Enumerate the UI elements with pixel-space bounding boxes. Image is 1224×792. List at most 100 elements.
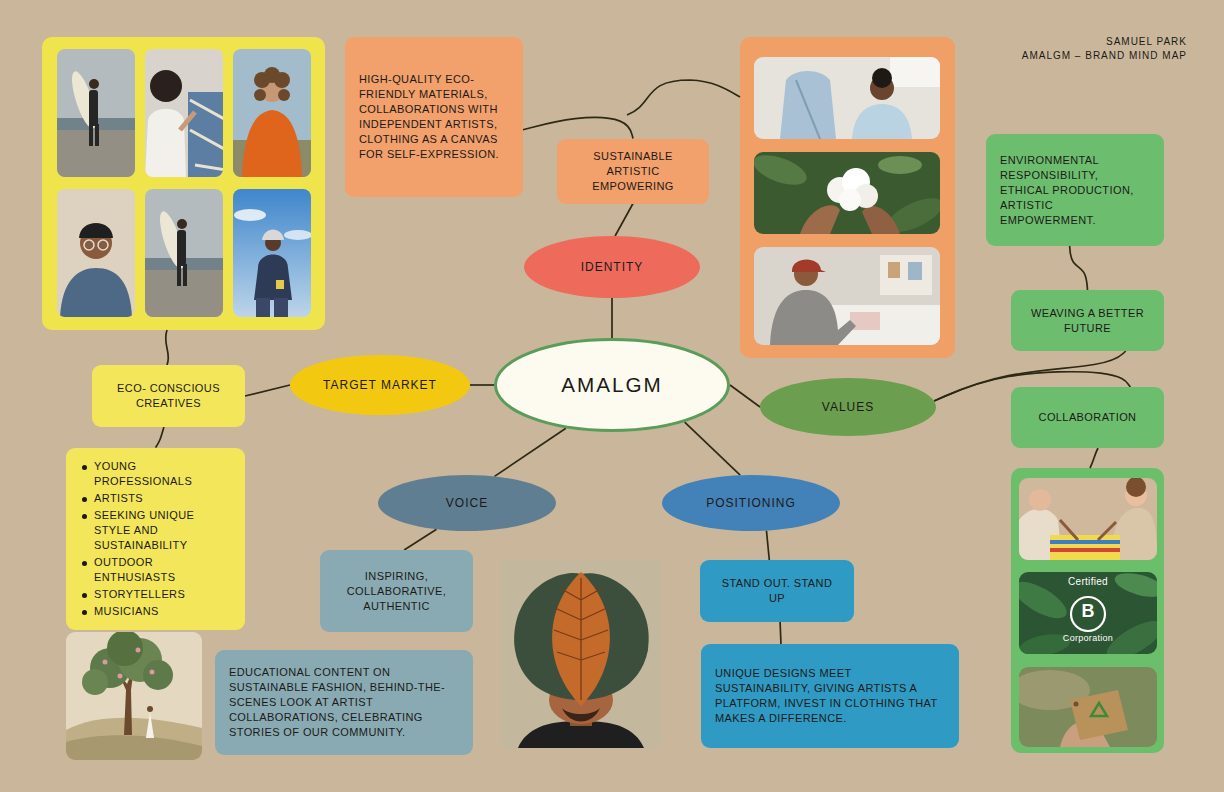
detail-box: EDUCATIONAL CONTENT ON SUSTAINABLE FASHI… bbox=[215, 650, 473, 755]
node-text: ECO- CONSCIOUS CREATIVES bbox=[106, 381, 231, 411]
node-text: STAND OUT. STAND UP bbox=[714, 576, 840, 606]
printmaker-photo bbox=[754, 247, 940, 345]
tree-illustration bbox=[146, 712, 154, 738]
node-text: HIGH-QUALITY ECO-FRIENDLY MATERIALS, COL… bbox=[359, 72, 509, 162]
keyword-box: WEAVING A BETTER FUTURE bbox=[1011, 290, 1164, 351]
ellipse-fill bbox=[290, 355, 470, 415]
cotton-photo bbox=[839, 189, 861, 211]
hiker-photo bbox=[278, 89, 290, 101]
topic-ellipse: POSITIONING bbox=[662, 475, 840, 531]
tree-illustration bbox=[118, 674, 123, 679]
portrait-photo bbox=[84, 240, 94, 250]
list-item: STORYTELLERS bbox=[80, 587, 231, 602]
node-text: AMALGM bbox=[514, 370, 710, 400]
photo-panel bbox=[42, 37, 325, 330]
photo-panel bbox=[1008, 468, 1169, 753]
certification-photo bbox=[1019, 575, 1072, 626]
artist-photo bbox=[145, 49, 223, 177]
tree-illustration bbox=[136, 648, 141, 653]
certification-photo bbox=[1071, 597, 1105, 631]
designer-photo bbox=[780, 71, 836, 139]
connector-line bbox=[1070, 246, 1088, 290]
artist-photo bbox=[188, 92, 223, 177]
cotton-photo bbox=[754, 152, 810, 191]
node-text: COLLABORATION bbox=[1025, 410, 1150, 425]
keyword-box: ECO- CONSCIOUS CREATIVES bbox=[92, 365, 245, 427]
connector-line bbox=[611, 298, 613, 338]
cotton-photo bbox=[878, 156, 922, 174]
leader-line bbox=[627, 80, 740, 115]
list-item: SEEKING UNIQUE STYLE AND SUSTAINABILITY bbox=[80, 508, 231, 553]
topic-ellipse: IDENTITY bbox=[524, 236, 700, 298]
recycled-tag-photo bbox=[1019, 667, 1157, 747]
collaboration-photo bbox=[1050, 540, 1120, 544]
streetwear-photo bbox=[256, 298, 270, 317]
tree-illustration bbox=[107, 632, 143, 666]
diagram-title: AMALGM – BRAND MIND MAP bbox=[1022, 50, 1187, 61]
node-text: INSPIRING, COLLABORATIVE, AUTHENTIC bbox=[334, 569, 459, 614]
leaf-portrait-illustration bbox=[501, 560, 662, 748]
connector-line bbox=[245, 385, 290, 396]
streetwear-photo bbox=[234, 209, 266, 221]
hiker-photo bbox=[242, 110, 302, 177]
detail-box: UNIQUE DESIGNS MEET SUSTAINABILITY, GIVI… bbox=[701, 644, 959, 748]
tree-illustration bbox=[66, 735, 202, 760]
leader-line bbox=[166, 330, 169, 365]
certification-photo bbox=[1112, 572, 1157, 601]
photo-panel bbox=[740, 37, 955, 358]
node-text: POSITIONING bbox=[682, 495, 820, 511]
photo-panel bbox=[1011, 468, 1164, 753]
node-text: SUSTAINABLE ARTISTIC EMPOWERING bbox=[571, 149, 695, 194]
designer-photo bbox=[754, 57, 940, 139]
node-text: TARGET MARKET bbox=[310, 377, 450, 393]
topic-ellipse: TARGET MARKET bbox=[290, 355, 470, 415]
streetwear-photo bbox=[233, 189, 311, 317]
keyword-box: SUSTAINABLE ARTISTIC EMPOWERING bbox=[557, 139, 709, 204]
photo-panel bbox=[145, 189, 223, 317]
streetwear-photo bbox=[233, 189, 311, 317]
hiker-photo bbox=[233, 49, 311, 177]
leader-line bbox=[1090, 448, 1098, 468]
list-item: MUSICIANS bbox=[80, 604, 231, 619]
cotton-photo bbox=[862, 206, 900, 234]
artist-photo bbox=[145, 109, 186, 177]
tree-illustration bbox=[147, 706, 153, 712]
designer-photo bbox=[754, 57, 940, 139]
leader-line bbox=[166, 80, 1098, 468]
portrait-photo bbox=[57, 189, 135, 317]
collaboration-photo bbox=[1126, 478, 1146, 497]
tree-illustration bbox=[150, 670, 155, 675]
recycled-tag-photo bbox=[1091, 703, 1107, 716]
streetwear-photo bbox=[276, 280, 284, 289]
tree-illustration bbox=[66, 718, 202, 760]
ellipse-fill bbox=[524, 236, 700, 298]
logo-letter: B bbox=[1078, 602, 1098, 622]
node-text: IDENTITY bbox=[544, 259, 680, 275]
portrait-photo bbox=[98, 240, 108, 250]
portrait-photo bbox=[79, 223, 113, 238]
ellipse-fill bbox=[662, 475, 840, 531]
connector-line bbox=[495, 428, 566, 476]
printmaker-photo bbox=[792, 260, 826, 273]
collaboration-photo bbox=[1060, 520, 1116, 540]
leaf-portrait-illustration bbox=[554, 578, 608, 700]
portrait-photo bbox=[60, 268, 132, 317]
streetwear-photo bbox=[274, 298, 288, 317]
streetwear-photo bbox=[284, 230, 311, 240]
list-item: ARTISTS bbox=[80, 491, 231, 506]
portrait-photo bbox=[57, 189, 135, 317]
streetwear-photo bbox=[254, 255, 292, 301]
designer-photo bbox=[852, 104, 912, 139]
recycled-tag-photo bbox=[1074, 702, 1079, 707]
connector-line bbox=[615, 204, 633, 237]
collaboration-photo bbox=[1029, 489, 1051, 511]
author-label: SAMUEL PARK bbox=[1106, 36, 1187, 47]
ellipse-fill bbox=[496, 340, 729, 431]
hiker-photo bbox=[233, 49, 311, 177]
printmaker-photo bbox=[888, 262, 900, 278]
leaf-portrait-illustration bbox=[562, 708, 600, 722]
collaboration-photo bbox=[1050, 548, 1120, 552]
ellipse-fill bbox=[378, 475, 556, 531]
artist-photo bbox=[190, 100, 223, 170]
